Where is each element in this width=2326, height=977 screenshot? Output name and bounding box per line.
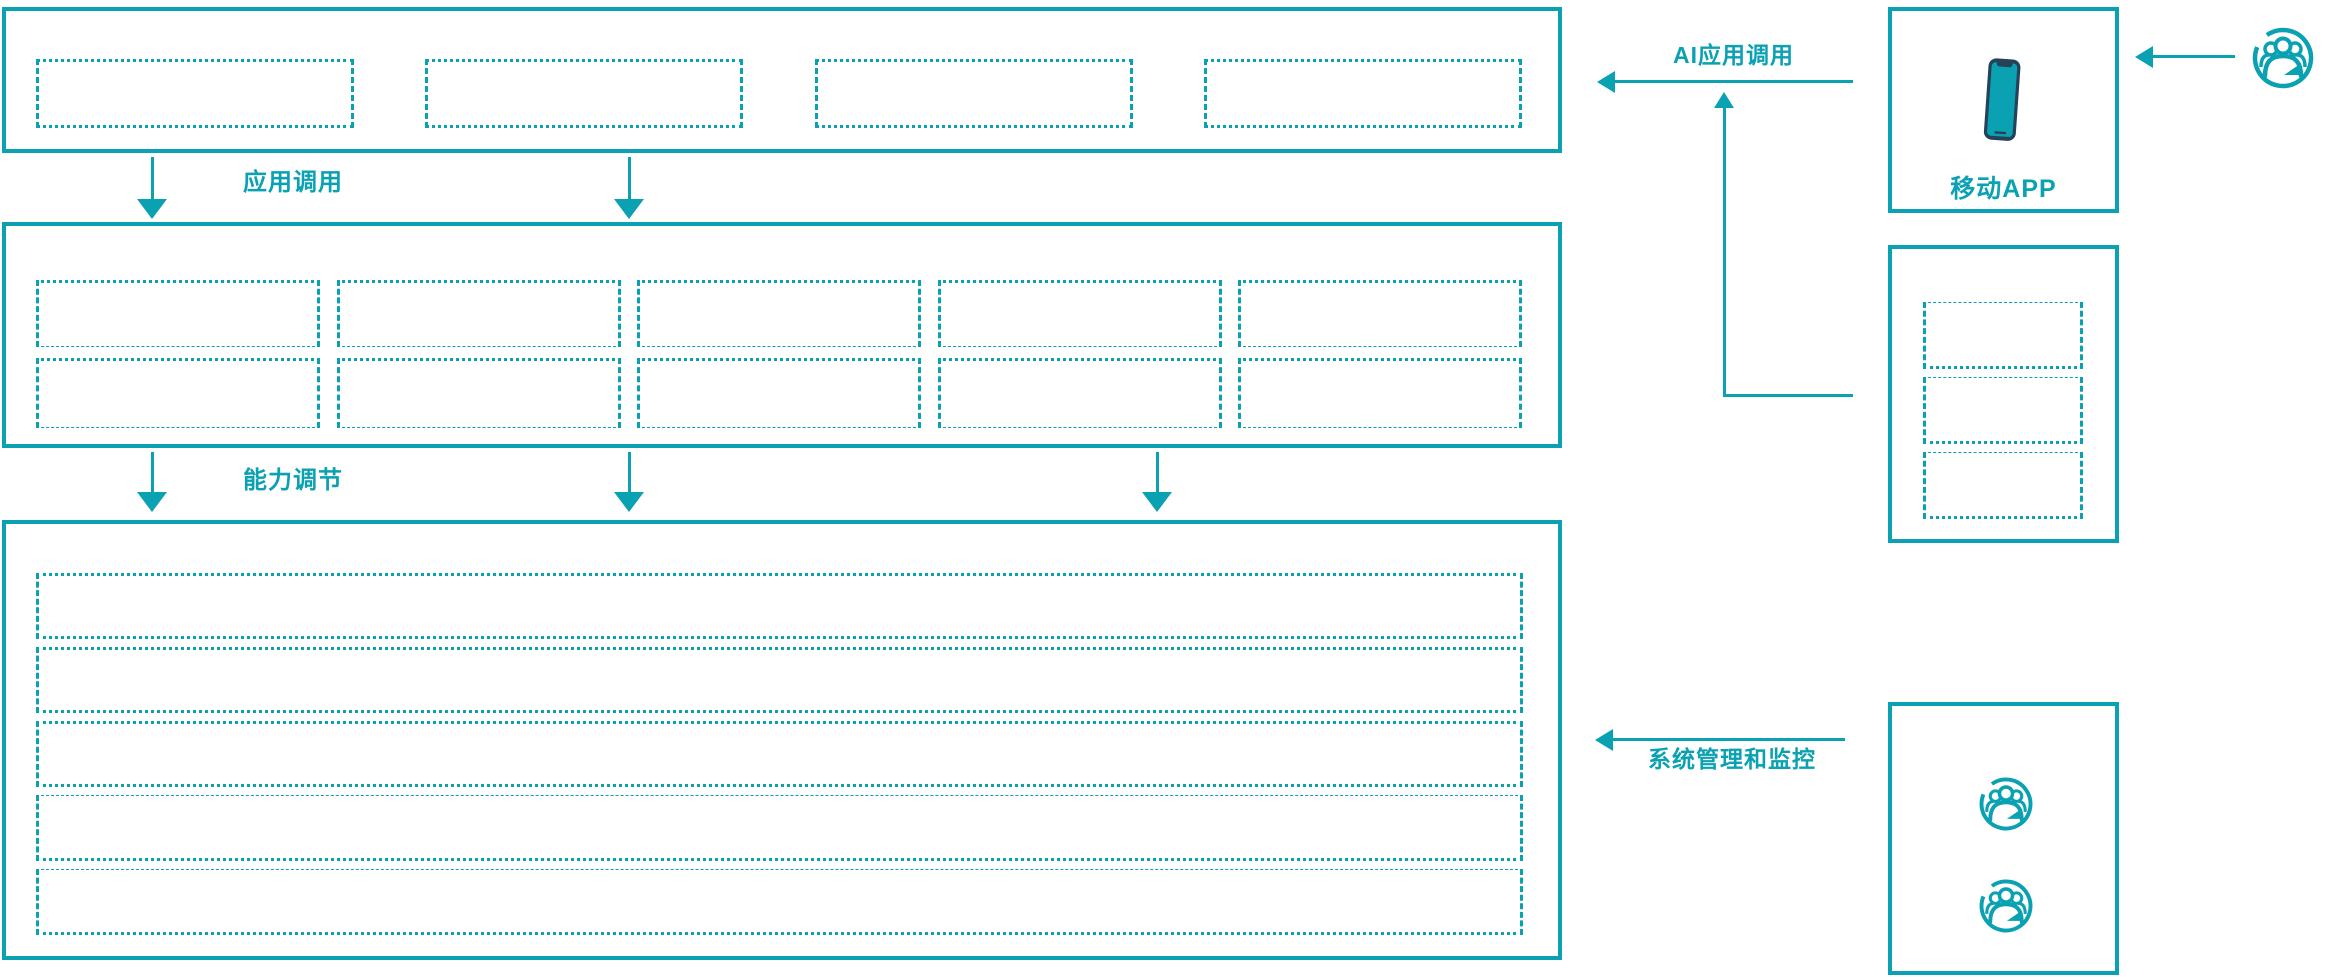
app-call-flow-label: 应用调用	[243, 169, 343, 196]
user-group-icon	[1979, 777, 2033, 831]
left-arrow-head	[1597, 71, 1615, 93]
elbow-connector	[1723, 394, 1853, 397]
capability-row-1	[36, 280, 1522, 347]
service-box-slots	[1923, 302, 2083, 519]
placeholder-box	[1238, 358, 1522, 428]
up-arrow-head	[1714, 92, 1734, 108]
placeholder-box	[1923, 302, 2083, 369]
placeholder-box	[36, 721, 1523, 787]
user-group-icon	[2252, 27, 2314, 89]
down-arrow-head	[137, 492, 167, 512]
down-arrow	[628, 452, 631, 492]
mobile-app-box: 移动APP	[1888, 7, 2119, 213]
left-arrow	[1615, 80, 1853, 83]
engine-layer-rows	[36, 573, 1523, 935]
placeholder-box	[36, 59, 354, 128]
mobile-app-label: 移动APP	[1950, 175, 2057, 203]
placeholder-box	[1203, 59, 1522, 128]
service-box	[1888, 245, 2119, 543]
app-layer-slots	[36, 59, 1522, 128]
placeholder-box	[1923, 377, 2083, 444]
left-arrow-head	[1595, 729, 1613, 751]
down-arrow	[151, 452, 154, 492]
capability-flow-label: 能力调节	[243, 467, 343, 494]
placeholder-box	[336, 358, 621, 428]
placeholder-box	[637, 280, 921, 347]
placeholder-box	[36, 358, 320, 428]
placeholder-box	[36, 795, 1523, 861]
placeholder-box	[336, 280, 621, 347]
down-arrow	[1156, 452, 1159, 492]
capability-layer-box	[2, 222, 1562, 448]
down-arrow	[151, 157, 154, 199]
left-arrow-head	[2135, 46, 2153, 68]
left-arrow	[2153, 55, 2235, 58]
placeholder-box	[36, 573, 1523, 639]
down-arrow-head	[137, 199, 167, 219]
smartphone-icon	[1983, 58, 2021, 141]
placeholder-box	[425, 59, 744, 128]
admin-box	[1888, 702, 2119, 975]
left-arrow	[1613, 738, 1845, 741]
capability-row-2	[36, 358, 1522, 428]
placeholder-box	[1238, 280, 1522, 347]
up-arrow	[1723, 106, 1726, 396]
placeholder-box	[937, 280, 1222, 347]
down-arrow-head	[1142, 492, 1172, 512]
placeholder-box	[1923, 452, 2083, 519]
placeholder-box	[36, 869, 1523, 935]
placeholder-box	[937, 358, 1222, 428]
engine-layer-box	[2, 520, 1562, 960]
down-arrow	[628, 157, 631, 199]
monitor-flow-label: 系统管理和监控	[1648, 746, 1816, 772]
down-arrow-head	[614, 492, 644, 512]
app-layer-box	[2, 7, 1562, 153]
placeholder-box	[814, 59, 1133, 128]
down-arrow-head	[614, 199, 644, 219]
placeholder-box	[36, 647, 1523, 713]
user-group-icon	[1979, 879, 2033, 933]
placeholder-box	[36, 280, 320, 347]
placeholder-box	[637, 358, 921, 428]
ai-call-flow-label: AI应用调用	[1673, 42, 1794, 68]
